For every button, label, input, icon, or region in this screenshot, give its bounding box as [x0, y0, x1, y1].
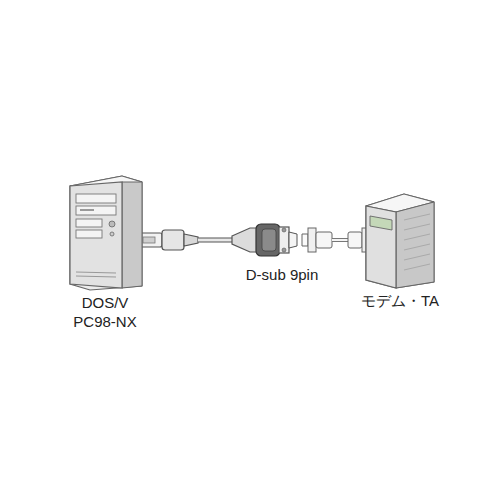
pc-tower-illustration — [60, 172, 150, 292]
modem-ta-illustration — [360, 190, 440, 290]
connector-label: D-sub 9pin — [242, 266, 322, 285]
illustration-holder — [55, 172, 155, 292]
device-label: DOS/V PC98-NX — [65, 294, 145, 332]
modem-ta: モデム・TA — [355, 190, 445, 311]
illustration-holder — [355, 190, 445, 290]
device-label: モデム・TA — [355, 292, 445, 311]
pc-tower: DOS/V PC98-NX — [55, 172, 155, 332]
